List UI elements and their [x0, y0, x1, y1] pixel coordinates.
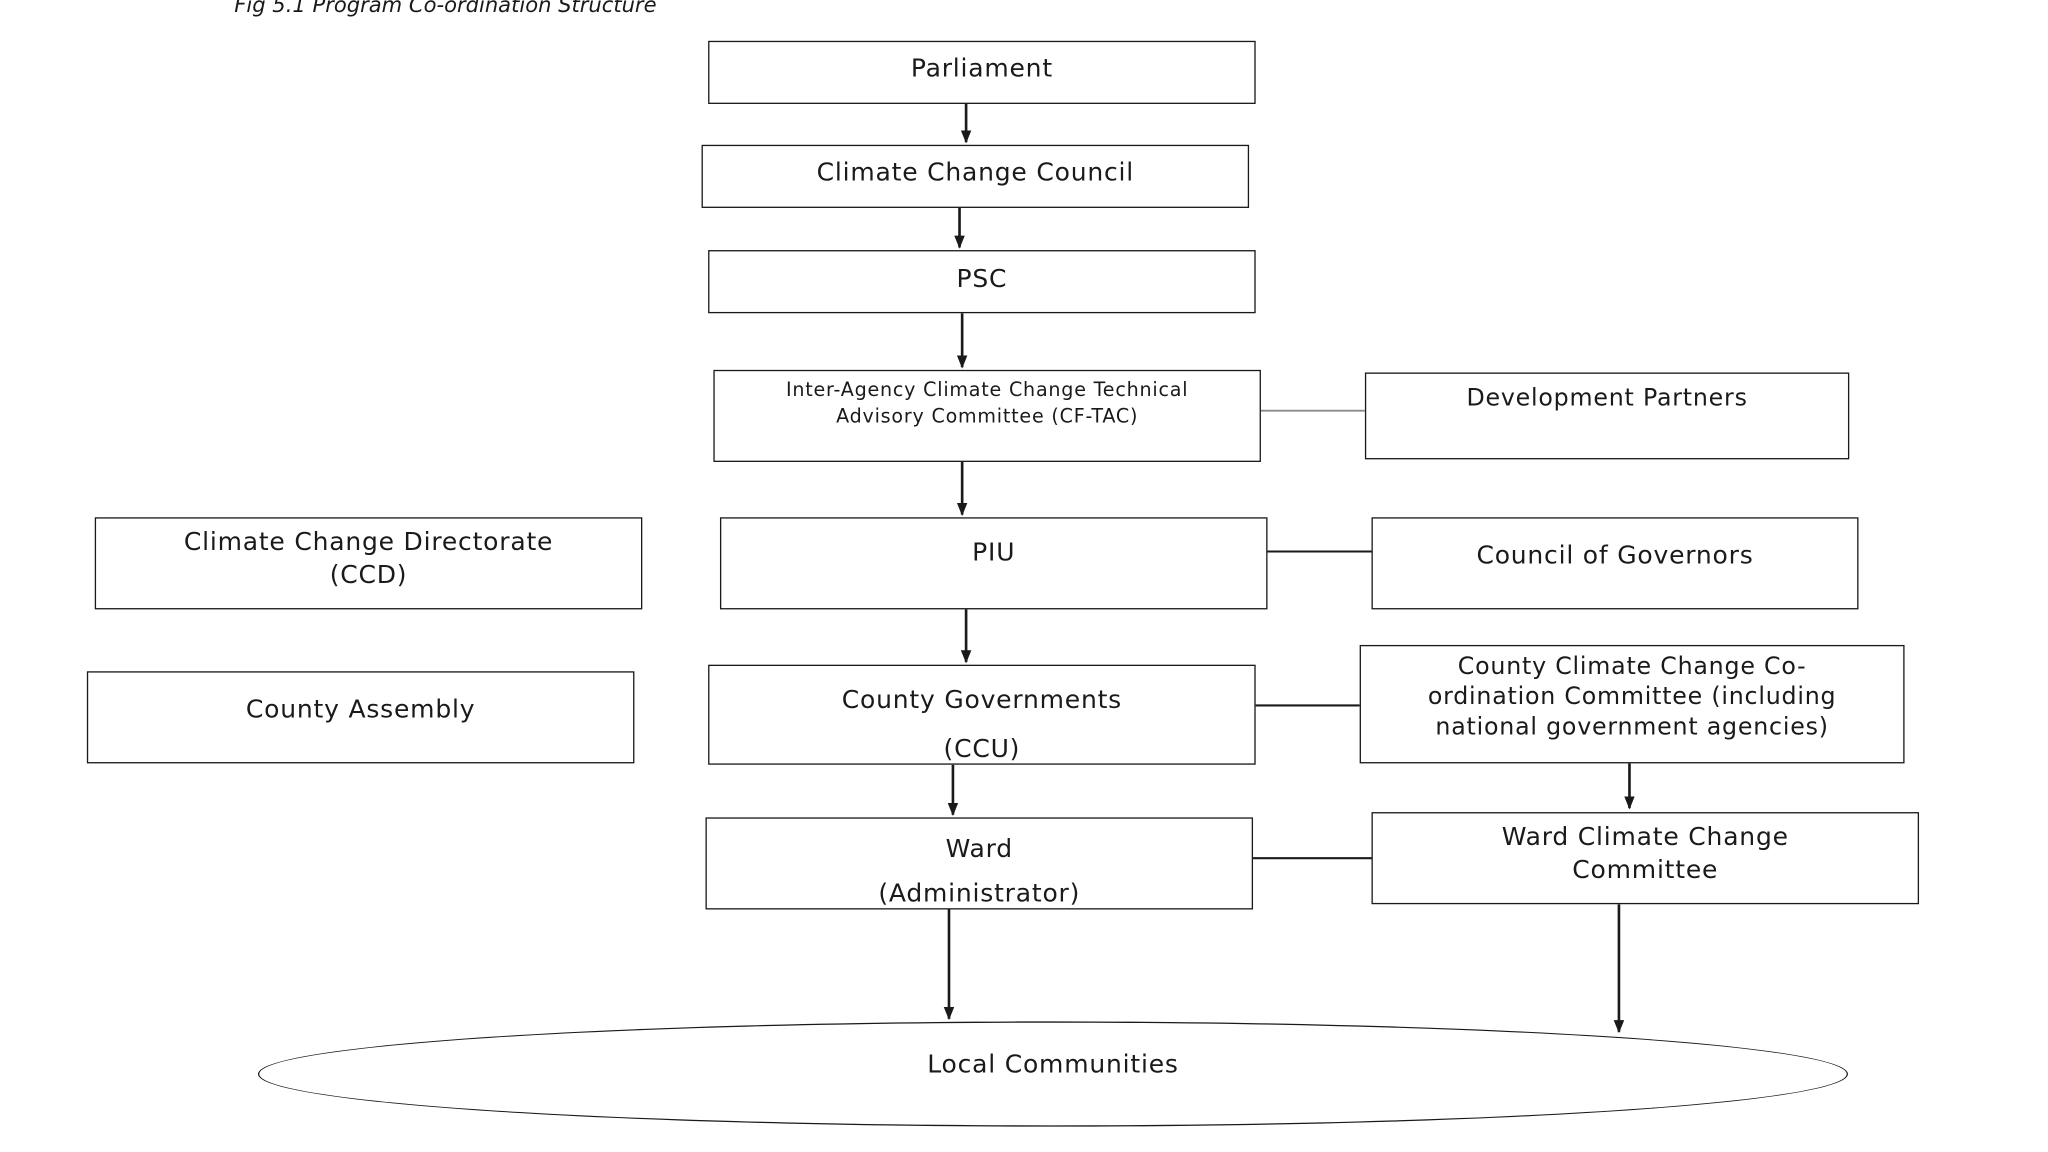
box-ward-climate-change-committee: Ward Climate Change Committee — [1371, 812, 1920, 905]
label-piu: PIU — [972, 538, 1016, 568]
box-climate-change-directorate: Climate Change Directorate (CCD) — [94, 517, 643, 610]
box-ward: Ward (Administrator) — [705, 817, 1254, 910]
label-climate-change-council: Climate Change Council — [816, 157, 1134, 187]
label-cccc-line1: County Climate Change Co- — [1457, 652, 1807, 681]
label-cccc-line3: national government agencies) — [1435, 713, 1829, 741]
box-cftac: Inter-Agency Climate Change Technical Ad… — [713, 369, 1261, 462]
ellipse-local-communities: Local Communities — [257, 1021, 1848, 1127]
label-cccc-line2: ordination Committee (including — [1427, 682, 1837, 711]
label-ccd-line2: (CCD) — [329, 560, 408, 590]
box-piu: PIU — [719, 517, 1268, 610]
label-ward-line1: Ward — [945, 834, 1013, 864]
label-ward-line2: (Administrator) — [878, 879, 1081, 909]
label-development-partners: Development Partners — [1466, 384, 1748, 412]
box-development-partners: Development Partners — [1364, 372, 1850, 460]
label-cftac-line2: Advisory Committee (CF-TAC) — [836, 406, 1139, 428]
box-psc: PSC — [708, 250, 1256, 314]
box-county-assembly: County Assembly — [86, 671, 635, 764]
label-council-of-governors: Council of Governors — [1476, 540, 1754, 570]
box-climate-change-council: Climate Change Council — [701, 144, 1250, 208]
label-county-gov-line2: (CCU) — [943, 734, 1021, 764]
label-county-assembly: County Assembly — [245, 694, 476, 724]
label-psc: PSC — [956, 264, 1008, 294]
label-cftac-line1: Inter-Agency Climate Change Technical — [785, 380, 1189, 402]
label-county-gov-line1: County Governments — [841, 685, 1123, 715]
box-parliament: Parliament — [708, 40, 1256, 104]
box-county-governments: County Governments (CCU) — [708, 664, 1256, 765]
label-wccc-line1: Ward Climate Change — [1501, 822, 1789, 852]
label-local-communities: Local Communities — [927, 1050, 1179, 1080]
label-ccd-line1: Climate Change Directorate — [183, 527, 554, 557]
label-wccc-line2: Committee — [1572, 855, 1719, 885]
box-council-of-governors: Council of Governors — [1371, 517, 1859, 610]
figure-caption: Fig 5.1 Program Co-ordination Structure — [234, 0, 657, 18]
box-county-coordination-committee: County Climate Change Co- ordination Com… — [1359, 644, 1905, 764]
label-parliament: Parliament — [910, 53, 1053, 83]
